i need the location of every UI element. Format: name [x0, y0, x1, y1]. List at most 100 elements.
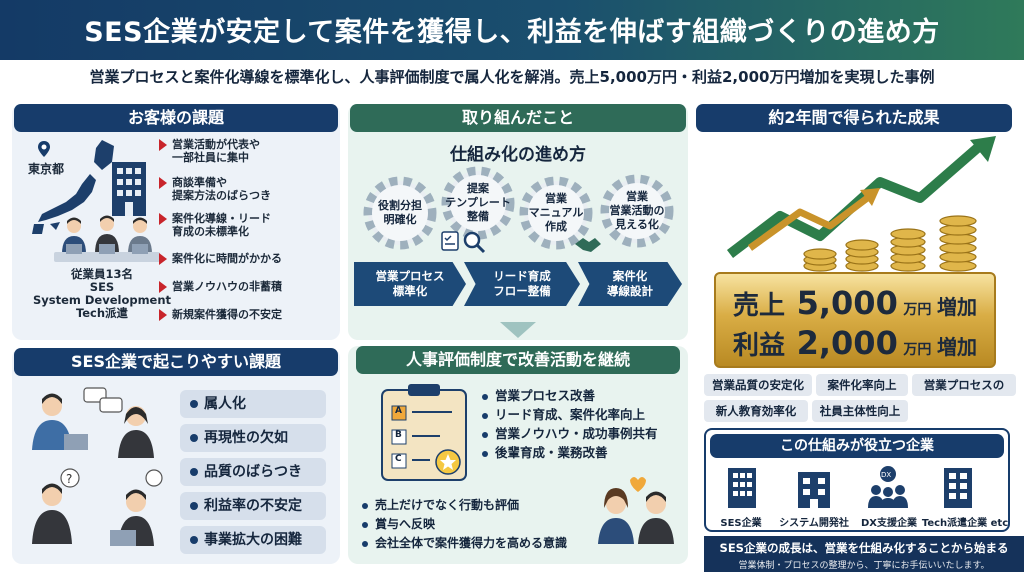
result-tag: 案件化率向上 [816, 374, 908, 396]
bullet-dot-icon [362, 521, 368, 528]
ses-issues-heading: SES企業で起こりやすい課題 [14, 348, 338, 376]
red-arrow-icon [159, 281, 167, 293]
company-type-label: Tech派遣企業 etc [921, 518, 1009, 529]
footer-sub-text: 営業体制・プロセスの整理から、丁寧にお手伝いいたします。 [738, 561, 990, 571]
gear-icon [519, 176, 593, 250]
office-icon [798, 472, 830, 508]
bullet-dot-icon [482, 393, 488, 400]
evaluation-bottom-item: 売上だけでなく行動も評価 [362, 496, 567, 515]
gear-sales-manual: 営業マニュアル作成 [515, 172, 597, 254]
gear-proposal-template: 提案テンプレート整備 [437, 162, 519, 244]
red-arrow-icon [159, 253, 167, 265]
coin-stack-icon [803, 215, 977, 272]
bullet-dot-icon [190, 434, 198, 442]
handshake-icon [575, 238, 601, 252]
gear-icon [363, 176, 437, 250]
gear-icon [600, 174, 674, 248]
checklist-letter-c: C [395, 454, 402, 464]
company-info: 従業員13名 SES System Development Tech派遣 [22, 268, 182, 320]
bullet-dot-icon [190, 536, 198, 544]
checklist-letter-b: B [395, 430, 402, 440]
page-title: SES企業が安定して案件を獲得し、利益を伸ばす組織づくりの進め方 [84, 17, 940, 48]
down-arrow-icon [500, 322, 536, 338]
evaluation-heading: 人事評価制度で改善活動を継続 [356, 346, 680, 374]
results-gold-box: 売上 5,000 万円 増加 利益 2,000 万円 増加 [714, 272, 996, 368]
dx-team-icon: DX [868, 466, 908, 508]
bullet-dot-icon [190, 468, 198, 476]
evaluation-bottom-item: 会社全体で案件獲得力を高める意識 [362, 534, 567, 553]
magnifier-icon [463, 231, 486, 254]
bullet-dot-icon [362, 540, 368, 547]
employee-count: 従業員13名 [70, 267, 133, 281]
company-type-label: DX支援企業 [860, 518, 917, 529]
clipboard-icon [381, 384, 467, 481]
result-tag: 営業プロセスの [912, 374, 1016, 396]
results-heading: 約2年間で得られた成果 [696, 104, 1012, 132]
customer-issue-item: 営業ノウハウの非蓄積 [159, 280, 282, 293]
evaluation-item: 後輩育成・業務改善 [482, 443, 658, 462]
happy-staff-illustration [598, 477, 674, 544]
evaluation-item: 営業プロセス改善 [482, 386, 658, 405]
customer-issue-item: 案件化導線・リード育成の未標準化 [159, 212, 271, 238]
ses-issue-pill: 事業拡大の困難 [180, 526, 326, 554]
ses-issue-pill: 品質のばらつき [180, 458, 326, 486]
company-type-label: システム開発社 [779, 518, 849, 529]
target-companies-box: この仕組みが役立つ企業 DX SES企業 システム開発社 DX支援企業 Tech… [704, 428, 1010, 532]
customer-issue-item: 新規案件獲得の不安定 [159, 308, 282, 321]
result-tag: 社員主体性向上 [812, 400, 908, 422]
bullet-dot-icon [482, 412, 488, 419]
gear-icon [441, 166, 515, 240]
red-arrow-icon [159, 139, 167, 151]
company-business-2: Tech派遣 [75, 306, 129, 320]
customer-issue-item: 商談準備や提案方法のばらつき [159, 176, 271, 202]
red-arrow-icon [159, 177, 167, 189]
company-type: SES [89, 280, 115, 294]
result-tag: 営業品質の安定化 [704, 374, 812, 396]
evaluation-bottom-item: 賞与へ反映 [362, 515, 567, 534]
step-deal-funnel: 案件化導線設計 [578, 262, 682, 306]
bullet-dot-icon [190, 502, 198, 510]
evaluation-list: 営業プロセス改善 リード育成、案件化率向上 営業ノウハウ・成功事例共有 後輩育成… [482, 386, 658, 462]
company-business-1: System Development [32, 293, 172, 307]
red-arrow-icon [159, 213, 167, 225]
bullet-dot-icon [482, 450, 488, 457]
gear-role-clarify: 役割分担明確化 [359, 172, 441, 254]
customer-issue-item: 案件化に時間がかかる [159, 252, 282, 265]
customer-issues-heading: お客様の課題 [14, 104, 338, 132]
page-subtitle: 営業プロセスと案件化導線を標準化し、人事評価制度で属人化を解消。売上5,000万… [89, 68, 935, 86]
red-arrow-icon [159, 309, 167, 321]
footer-main-text: SES企業の成長は、営業を仕組み化することから始まる [719, 541, 1009, 555]
evaluation-item: 営業ノウハウ・成功事例共有 [482, 424, 658, 443]
ses-issue-pill: 属人化 [180, 390, 326, 418]
sales-result: 売上 5,000 万円 増加 [733, 284, 977, 322]
company-type-label: SES企業 [720, 518, 762, 529]
japan-map [32, 140, 114, 234]
title-bar [0, 0, 1024, 60]
customer-issues-panel [12, 104, 340, 340]
bullet-dot-icon [190, 400, 198, 408]
evaluation-item: リード育成、案件化率向上 [482, 405, 658, 424]
building-icon [728, 468, 756, 508]
ses-issue-pill: 再現性の欠如 [180, 424, 326, 452]
discussion-illustration: ? [32, 387, 163, 546]
evaluation-bottom-list: 売上だけでなく行動も評価 賞与へ反映 会社全体で案件獲得力を高める意識 [362, 496, 567, 553]
step-lead-nurture: リード育成フロー整備 [464, 262, 580, 306]
gear-sales-visualize: 営業営業活動の見える化 [596, 170, 678, 252]
company-building-icon [944, 468, 972, 508]
step-sales-process: 営業プロセス標準化 [354, 262, 466, 306]
svg-text:?: ? [66, 472, 72, 486]
approach-heading: 取り組んだこと [350, 104, 686, 132]
growth-arrow-icon [726, 136, 996, 258]
office-building-icon [112, 162, 146, 216]
footer-banner: SES企業の成長は、営業を仕組み化することから始まる 営業体制・プロセスの整理か… [704, 536, 1024, 572]
svg-text:DX: DX [881, 471, 891, 479]
bullet-dot-icon [362, 502, 368, 509]
target-companies-heading: この仕組みが役立つ企業 [710, 434, 1004, 458]
ses-issue-pill: 利益率の不安定 [180, 492, 326, 520]
team-people-illustration [54, 215, 160, 262]
result-tag: 新人教育効率化 [704, 400, 808, 422]
profit-result: 利益 2,000 万円 増加 [733, 324, 977, 362]
approach-subheading: 仕組み化の進め方 [450, 145, 586, 165]
customer-issue-item: 営業活動が代表や一部社員に集中 [159, 138, 260, 164]
checklist-icon [441, 231, 459, 251]
